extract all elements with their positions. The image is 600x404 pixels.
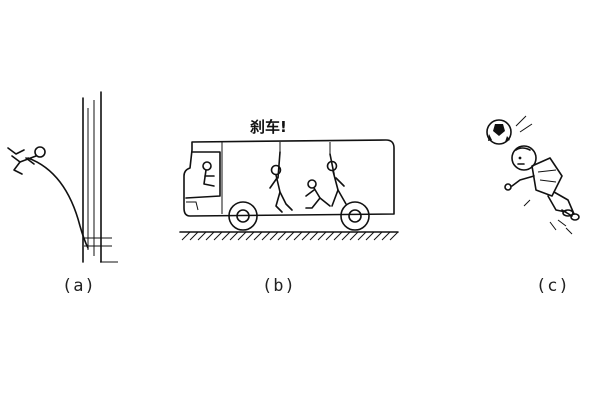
bus-body <box>183 139 395 217</box>
panel-a-label: (a) <box>62 276 96 296</box>
vaulter-figure <box>7 146 46 175</box>
rear-wheel <box>340 201 370 231</box>
brake-callout: 刹车! <box>250 118 287 136</box>
boy-arm <box>511 175 535 187</box>
boy-figure <box>504 145 580 235</box>
boy-leg-1 <box>547 195 567 213</box>
boy-leg-2 <box>553 191 575 215</box>
boy-head <box>511 145 537 171</box>
driver-figure <box>202 161 215 187</box>
passenger-2 <box>305 179 331 209</box>
motion-line-1 <box>515 115 527 127</box>
panel-c-label: (c) <box>536 276 570 296</box>
panel-b-illustration <box>179 139 399 241</box>
boy-torso <box>531 157 563 197</box>
vault-pole-arc <box>27 157 89 249</box>
passenger-3 <box>326 153 347 207</box>
panel-c-illustration <box>486 115 580 235</box>
bus-front-cabin <box>185 151 221 199</box>
motion-line-2 <box>519 123 533 133</box>
vaulter-head <box>34 146 46 158</box>
road-hatching <box>181 231 399 241</box>
soccer-ball <box>486 119 512 145</box>
vaulter-arms <box>7 147 25 155</box>
vaulter-legs <box>13 161 23 175</box>
passenger-1 <box>269 151 293 213</box>
panel-a-illustration <box>7 91 118 263</box>
bus-bumper <box>186 201 199 211</box>
front-wheel <box>228 201 258 231</box>
vaulter-arm-grip <box>25 157 35 165</box>
panel-b-label: (b) <box>262 276 296 296</box>
